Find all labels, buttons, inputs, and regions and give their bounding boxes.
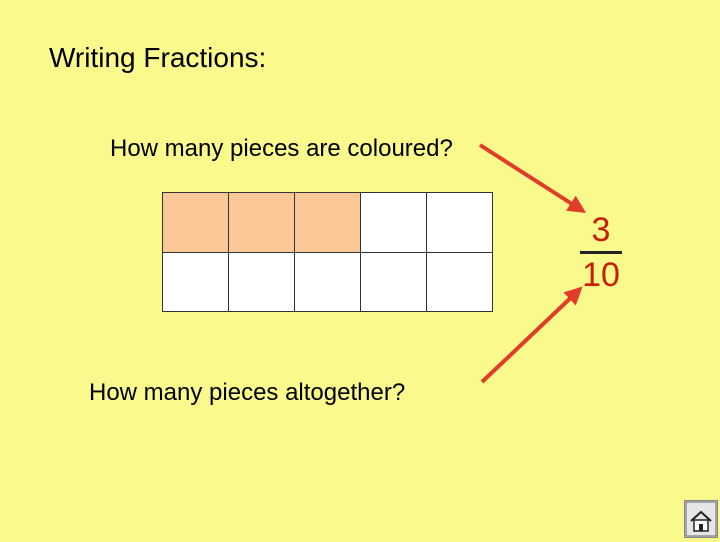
fraction-bar <box>580 251 622 254</box>
question-coloured: How many pieces are coloured? <box>110 135 453 162</box>
grid-cell <box>361 252 427 312</box>
fraction-numerator: 3 <box>591 211 611 249</box>
arrow-to-numerator <box>478 143 587 213</box>
grid-cell <box>295 252 361 312</box>
grid-cell-coloured <box>295 193 361 253</box>
arrow-to-denominator <box>480 286 583 384</box>
grid-cell <box>427 252 493 312</box>
grid-cell <box>427 193 493 253</box>
slide-title: Writing Fractions: <box>49 42 267 73</box>
fraction-grid <box>162 192 493 312</box>
home-button[interactable] <box>684 500 718 538</box>
fraction-denominator: 10 <box>582 256 620 294</box>
home-icon <box>685 501 717 537</box>
grid-cell-coloured <box>229 193 295 253</box>
grid-cell <box>361 193 427 253</box>
question-total: How many pieces altogether? <box>89 379 406 406</box>
grid-cell <box>163 252 229 312</box>
grid-cell-coloured <box>163 193 229 253</box>
grid-cell <box>229 252 295 312</box>
fraction: 3 10 <box>576 213 626 292</box>
